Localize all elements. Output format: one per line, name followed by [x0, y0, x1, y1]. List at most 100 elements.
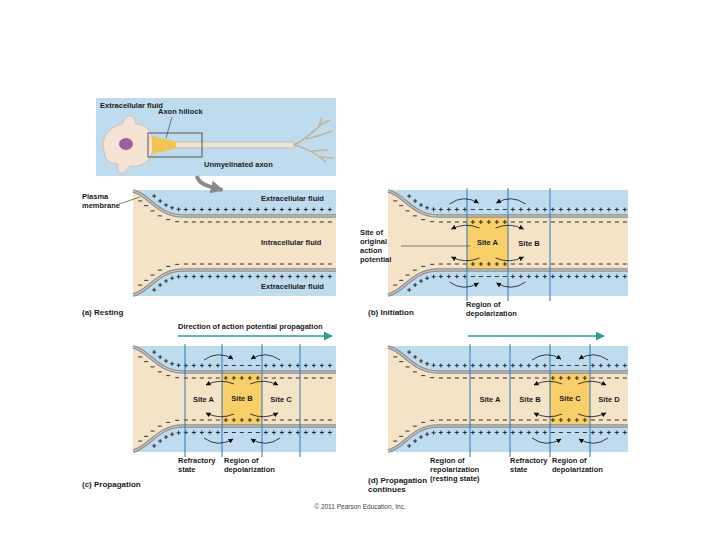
current-arrow	[450, 199, 479, 204]
positive-charge	[164, 203, 168, 207]
positive-charge	[170, 432, 174, 436]
positive-charge	[535, 364, 539, 368]
region-boundary	[300, 344, 301, 457]
positive-charge	[503, 220, 507, 224]
negative-charge	[304, 264, 308, 265]
positive-charge	[463, 431, 467, 435]
negative-charge	[575, 365, 579, 366]
negative-charge	[224, 432, 228, 433]
negative-charge	[615, 420, 619, 421]
negative-charge	[304, 378, 308, 379]
negative-charge	[192, 264, 196, 265]
positive-charge	[455, 431, 459, 435]
negative-charge	[166, 375, 170, 376]
node-text: Site C	[550, 394, 590, 403]
positive-charge	[288, 431, 292, 435]
current-arrow	[534, 413, 562, 417]
current-arrow	[496, 225, 524, 229]
negative-charge	[256, 365, 260, 366]
positive-charge	[224, 275, 228, 279]
positive-charge	[623, 431, 627, 435]
positive-charge	[184, 364, 188, 368]
nucleus	[119, 138, 133, 150]
negative-charge	[439, 378, 443, 379]
axon-terminal	[318, 118, 322, 128]
plasma-membrane	[388, 347, 628, 372]
negative-charge	[447, 420, 451, 421]
negative-charge	[151, 275, 155, 276]
negative-charge	[166, 422, 170, 423]
negative-charge	[192, 222, 196, 223]
negative-charge	[495, 378, 499, 379]
negative-charge	[503, 209, 507, 210]
site-label: Site B	[508, 239, 550, 248]
negative-charge	[406, 431, 410, 432]
negative-charge	[312, 264, 316, 265]
negative-charge	[184, 264, 188, 265]
positive-charge	[200, 431, 204, 435]
positive-charge	[567, 376, 571, 380]
positive-charge	[264, 275, 268, 279]
positive-charge	[543, 275, 547, 279]
negative-charge	[175, 377, 179, 378]
positive-charge	[511, 275, 515, 279]
positive-charge	[296, 208, 300, 212]
positive-charge	[240, 275, 244, 279]
negative-charge	[264, 378, 268, 379]
positive-charge	[615, 208, 619, 212]
negative-charge	[527, 264, 531, 265]
positive-charge	[272, 208, 276, 212]
negative-charge	[232, 432, 236, 433]
positive-charge	[535, 208, 539, 212]
panel-caption: (c) Propagation	[82, 480, 172, 489]
charge-symbols	[138, 350, 332, 448]
membrane-highlight	[133, 426, 336, 451]
positive-charge	[599, 275, 603, 279]
positive-charge	[208, 208, 212, 212]
positive-charge	[208, 275, 212, 279]
negative-charge	[248, 365, 252, 366]
negative-charge	[575, 432, 579, 433]
positive-charge	[320, 208, 324, 212]
positive-charge	[487, 364, 491, 368]
negative-charge	[216, 222, 220, 223]
positive-charge	[328, 275, 332, 279]
negative-charge	[216, 378, 220, 379]
intracellular-fluid	[388, 191, 628, 295]
positive-charge	[591, 364, 595, 368]
negative-charge	[599, 222, 603, 223]
positive-charge	[495, 220, 499, 224]
positive-charge	[177, 207, 181, 211]
negative-charge	[248, 222, 252, 223]
current-arrow	[578, 413, 606, 417]
positive-charge	[599, 208, 603, 212]
node-text: Site B	[222, 394, 262, 403]
positive-charge	[419, 279, 423, 283]
positive-charge	[543, 364, 547, 368]
negative-charge	[487, 420, 491, 421]
positive-charge	[200, 275, 204, 279]
positive-charge	[320, 364, 324, 368]
positive-charge	[158, 355, 162, 359]
axon-terminal	[322, 120, 330, 124]
positive-charge	[583, 418, 587, 422]
charge-symbols	[393, 194, 627, 292]
positive-charge	[583, 376, 587, 380]
negative-charge	[503, 276, 507, 277]
positive-charge	[527, 364, 531, 368]
negative-charge	[264, 420, 268, 421]
region-boundary	[185, 344, 186, 457]
positive-charge	[439, 364, 443, 368]
positive-charge	[216, 275, 220, 279]
positive-charge	[479, 431, 483, 435]
negative-charge	[567, 222, 571, 223]
negative-charge	[551, 365, 555, 366]
positive-charge	[312, 208, 316, 212]
positive-charge	[158, 199, 162, 203]
negative-charge	[272, 222, 276, 223]
positive-charge	[192, 275, 196, 279]
negative-charge	[406, 366, 410, 367]
positive-charge	[296, 431, 300, 435]
region-boundary	[590, 344, 591, 457]
